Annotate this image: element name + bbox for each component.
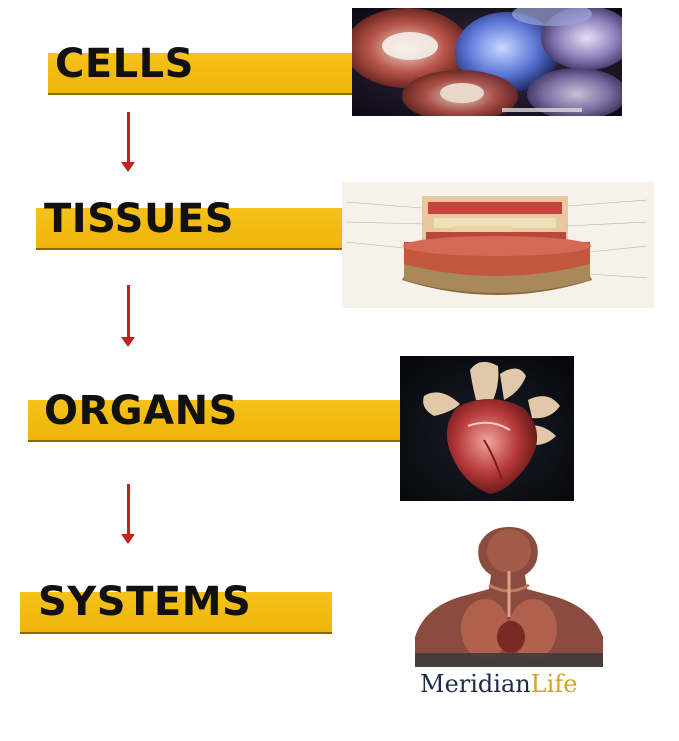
tissues-label: TISSUES (44, 199, 234, 239)
logo-name-part1: Meridian (420, 670, 531, 698)
down-arrow-2 (121, 285, 135, 347)
cells-label: CELLS (55, 44, 194, 84)
systems-label: SYSTEMS (38, 582, 251, 622)
heart-organ-image (400, 356, 574, 501)
meridian-life-logo: MeridianLife (420, 672, 640, 707)
organs-label: ORGANS (44, 391, 238, 431)
down-arrow-3 (121, 484, 135, 544)
logo-tagline-illegible (460, 699, 640, 707)
logo-wordmark: MeridianLife (420, 672, 640, 696)
cells-microscope-image (352, 8, 622, 116)
tissue-layers-image (342, 182, 654, 308)
human-torso-systems-image (415, 525, 603, 667)
logo-name-part2: Life (531, 670, 578, 698)
down-arrow-1 (121, 112, 135, 172)
